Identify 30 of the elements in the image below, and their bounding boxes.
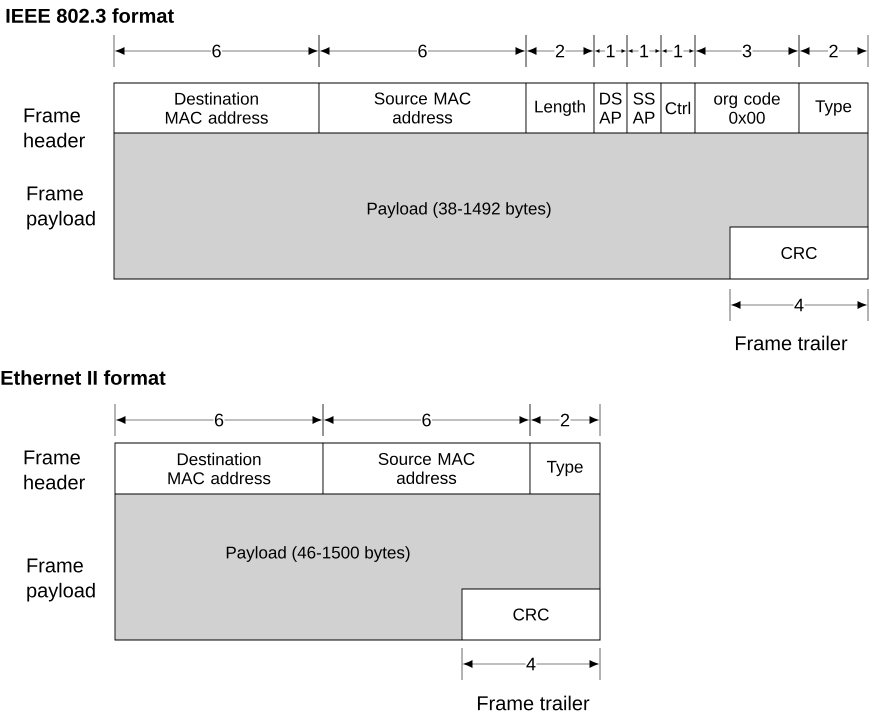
dimension-label: 6: [421, 412, 432, 428]
dimension-label: 1: [638, 44, 650, 58]
row-label: Frame payload: [27, 186, 95, 230]
row-label: Frame header: [24, 108, 85, 148]
dimension-label: 6: [214, 412, 224, 428]
dimension-label: 1: [672, 44, 684, 58]
header-field: Type: [798, 82, 868, 134]
header-field: Destination MAC address: [114, 442, 324, 494]
trailer-label: Frame trailer: [478, 696, 590, 710]
dimension-label: 4: [794, 298, 805, 312]
dimension-label: 2: [560, 412, 571, 428]
header-field: Type: [530, 442, 600, 494]
dimension-label: 1: [605, 44, 616, 58]
row-label: Frame header: [24, 450, 85, 490]
row-label: Frame payload: [27, 558, 95, 602]
crc-field: CRC: [462, 588, 600, 640]
header-field: Destination MAC address: [114, 82, 320, 134]
header-field: DS AP: [594, 82, 628, 134]
dimension-label: 6: [211, 44, 222, 58]
trailer-label: Frame trailer: [736, 336, 848, 350]
dimension-label: 2: [828, 44, 840, 58]
crc-field: CRC: [730, 226, 868, 280]
header-field: SS AP: [626, 82, 662, 134]
dimension-label: 3: [742, 44, 752, 58]
header-field: Ctrl: [660, 82, 696, 134]
dimension-label: 6: [417, 44, 428, 58]
section-title: Ethernet II format: [2, 370, 166, 385]
dimension-label: 2: [554, 44, 566, 58]
dimension-label: 4: [526, 656, 536, 672]
section-title: IEEE 802.3 format: [6, 8, 174, 23]
